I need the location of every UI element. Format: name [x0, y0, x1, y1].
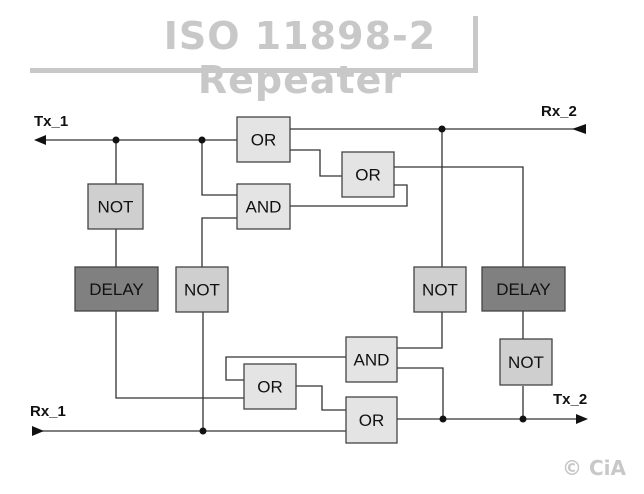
gate-label: OR — [257, 378, 283, 397]
gate-label: AND — [354, 351, 390, 370]
gate-label: DELAY — [496, 280, 551, 299]
copyright-label: © CiA — [562, 456, 626, 480]
gate-label: AND — [246, 198, 282, 217]
rx1-arrow-icon — [32, 426, 44, 436]
gate-box — [481, 266, 566, 312]
gate-box — [243, 363, 297, 410]
gate-not-left-mid: NOT — [175, 266, 229, 313]
junction-dot — [439, 415, 447, 423]
gate-box — [236, 183, 291, 230]
gate-box — [74, 266, 159, 312]
wire-or1-or2 — [290, 149, 342, 177]
title-underline — [30, 68, 478, 73]
wire-and-or2 — [290, 184, 408, 207]
wire-notright-and — [397, 312, 443, 349]
wire-or2-delay — [394, 166, 524, 268]
gate-not-left-top: NOT — [87, 183, 144, 230]
gate-or-top-1: OR — [236, 116, 291, 163]
gate-label: NOT — [184, 281, 220, 300]
gate-box — [345, 336, 398, 383]
wire-notmid-and — [201, 217, 237, 268]
gate-box — [87, 183, 144, 230]
title-bar-right — [473, 16, 478, 73]
wire-node-and — [201, 140, 237, 196]
gate-box — [175, 266, 229, 313]
diagram-title: ISO 11898-2 Repeater — [163, 14, 437, 102]
gate-label: OR — [251, 131, 277, 150]
gate-or-top-2: OR — [341, 151, 395, 198]
junction-dot — [519, 415, 527, 423]
gate-delay-left: DELAY — [74, 266, 159, 312]
wire-orb1-orb2 — [295, 385, 346, 411]
rx1-label: Rx_1 — [30, 403, 66, 420]
gate-or-bottom-1: OR — [243, 363, 297, 410]
junction-dot — [199, 427, 207, 435]
gate-and-bottom: AND — [345, 336, 398, 383]
gate-not-right-bottom: NOT — [499, 338, 553, 386]
wire-and-orb1 — [225, 356, 346, 381]
tx1-label: Tx_1 — [34, 113, 68, 130]
gate-label: NOT — [508, 353, 544, 372]
gate-or-bottom-2: OR — [345, 396, 398, 444]
junction-dot — [112, 136, 120, 144]
gate-box — [413, 266, 467, 313]
rx2-label: Rx_2 — [541, 103, 577, 120]
tx2-arrow-icon — [576, 414, 588, 424]
gate-not-right-mid: NOT — [413, 266, 467, 313]
wire-delay-orb1 — [115, 311, 244, 399]
tx2-label: Tx_2 — [553, 391, 587, 408]
junction-dot — [198, 136, 206, 144]
gate-label: NOT — [422, 281, 458, 300]
wire-and-bus — [397, 367, 444, 419]
gate-box — [345, 396, 398, 444]
gate-label: NOT — [98, 198, 134, 217]
gate-and-top: AND — [236, 183, 291, 230]
gate-label: DELAY — [89, 280, 144, 299]
gate-box — [236, 116, 291, 163]
gate-box — [341, 151, 395, 198]
rx2-arrow-icon — [572, 124, 586, 134]
gate-label: OR — [355, 166, 381, 185]
tx1-arrow-icon — [34, 135, 46, 145]
gate-delay-right: DELAY — [481, 266, 566, 312]
junction-dot — [438, 125, 446, 133]
gate-label: OR — [359, 411, 385, 430]
gate-box — [499, 338, 553, 386]
